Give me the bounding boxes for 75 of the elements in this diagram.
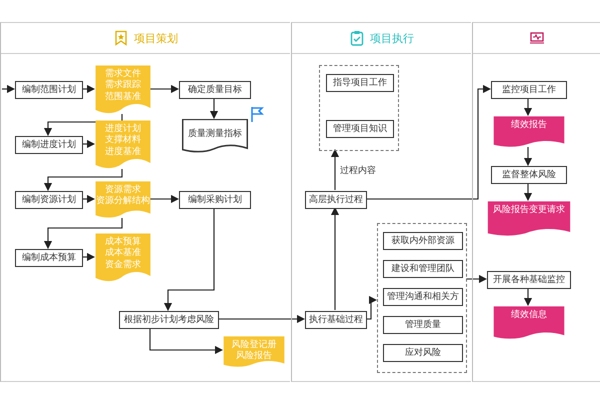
arrow: [524, 98, 532, 116]
lane-title: 项目执行: [370, 30, 414, 46]
arrow: [524, 183, 532, 200]
arrow: [331, 150, 339, 190]
process-box: 执行基础过程: [305, 311, 367, 329]
document-text: 需求文件: [105, 69, 141, 80]
process-box: 编制范围计划: [15, 81, 83, 99]
group-frame: [319, 65, 399, 151]
arrow: [82, 253, 94, 261]
arrow: [366, 296, 376, 320]
process-box: 管理项目知识: [326, 120, 394, 138]
arrow: [210, 98, 218, 118]
arrow: [149, 328, 222, 354]
document-text: 范围基准: [105, 92, 141, 103]
process-box: 监控项目工作: [491, 81, 567, 99]
document-text: 质量测量指标: [188, 129, 242, 141]
edge-label: 过程内容: [339, 164, 377, 177]
document-text: 需求跟踪: [105, 80, 141, 92]
arrow: [2, 85, 14, 93]
arrow: [218, 315, 304, 323]
process-box: 管理质量: [383, 316, 463, 334]
document-shape: [95, 65, 151, 115]
swimlane: [291, 22, 471, 382]
process-box: 编制成本预算: [15, 249, 83, 267]
document-text: 风险登记册: [232, 340, 276, 350]
lane-title: 项目策划: [134, 30, 178, 46]
arrow: [466, 275, 486, 283]
process-box: 建设和管理团队: [383, 260, 463, 278]
arrow: [44, 218, 123, 248]
process-box: 获取内外部资源: [383, 232, 463, 250]
document-text: 资金需求: [105, 260, 141, 271]
process-box: 编制进度计划: [15, 136, 83, 154]
document-text: 资源分解结构: [96, 196, 150, 208]
arrow: [44, 169, 123, 190]
document-text: 风险报告: [236, 351, 272, 362]
document-text: 风险报告变更请求: [493, 205, 565, 216]
arrow: [331, 208, 339, 310]
arrow: [164, 208, 215, 310]
arrow: [82, 195, 94, 203]
arrow: [366, 85, 490, 200]
process-box: 管理沟通和相关方: [383, 288, 463, 306]
document-shape: [493, 306, 565, 340]
process-box: 高层执行过程: [305, 191, 367, 209]
process-box: 编制采购计划: [179, 191, 251, 209]
document-shape: [223, 336, 285, 368]
process-box: 指导项目工作: [326, 74, 394, 92]
document-text: 绩效信息: [511, 310, 547, 322]
document-text: 进度基准: [105, 146, 141, 158]
document-shape: [95, 181, 151, 219]
arrow: [82, 140, 94, 148]
document-shape: [95, 233, 151, 283]
swimlane: [472, 22, 600, 382]
arrow: [150, 195, 178, 203]
process-box: 监督整体风险: [491, 166, 567, 184]
document-text: 成本基准: [105, 248, 141, 260]
process-box: 编制资源计划: [15, 191, 83, 209]
document-text: 成本预算: [105, 237, 141, 248]
document-shape: [95, 120, 151, 170]
process-box: 应对风险: [383, 344, 463, 362]
arrow: [524, 147, 532, 166]
document-text: 绩效报告: [511, 120, 547, 132]
arrow: [150, 85, 178, 93]
swimlane: [0, 22, 290, 382]
group-frame: [377, 223, 467, 373]
document-text: 资源需求: [105, 185, 141, 196]
document-shape: [487, 201, 571, 237]
document-text: 支撑材料: [105, 135, 141, 146]
document-shape: [182, 119, 248, 153]
document-text: 进度计划: [105, 124, 141, 134]
arrow: [524, 288, 532, 306]
document-shape: [493, 116, 565, 148]
process-box: 根据初步计划考虑风险: [119, 311, 219, 329]
process-box: 开展各种基础监控: [487, 271, 571, 289]
process-box: 确定质量目标: [179, 81, 251, 99]
arrow: [82, 85, 94, 93]
